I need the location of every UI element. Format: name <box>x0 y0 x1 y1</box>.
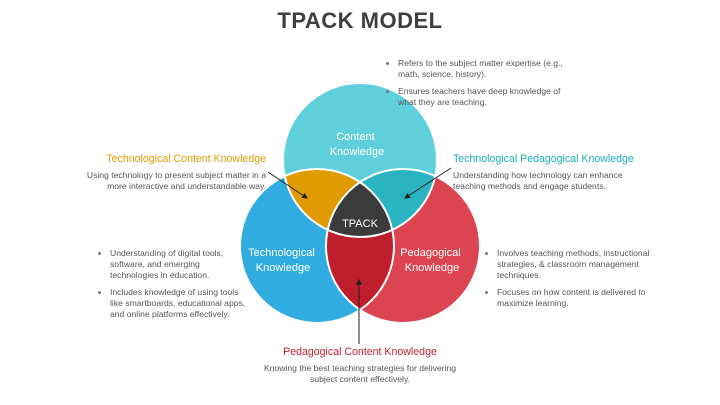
tpack-region <box>326 169 394 237</box>
content-label: Content Knowledge <box>330 131 384 158</box>
tpack-label: TPACK <box>342 218 379 230</box>
tpk-text: Understanding how technology can enhance… <box>453 170 623 191</box>
pck-text: Knowing the best teaching strategies for… <box>263 363 457 384</box>
pck-callout: Pedagogical Content Knowledge Knowing th… <box>255 346 465 385</box>
content-notes: Refers to the subject matter expertise (… <box>386 58 576 114</box>
tck-callout: Technological Content Knowledge Using te… <box>78 153 266 192</box>
pedagogical-label: Pedagogical Knowledge <box>400 247 464 274</box>
tpk-pointer <box>403 167 452 199</box>
page-title: TPACK MODEL <box>277 8 443 33</box>
list-item: Ensures teachers have deep knowledge of … <box>398 86 576 108</box>
list-item: Includes knowledge of using tools like s… <box>110 287 248 320</box>
tck-pointer <box>267 171 308 199</box>
list-item: Involves teaching methods, instructional… <box>497 248 650 281</box>
list-item: Refers to the subject matter expertise (… <box>398 58 576 80</box>
tpk-heading: Technological Pedagogical Knowledge <box>453 153 634 165</box>
tck-heading: Technological Content Knowledge <box>106 153 266 165</box>
tck-text: Using technology to present subject matt… <box>86 170 266 191</box>
list-item: Understanding of digital tools, software… <box>110 248 248 281</box>
tpk-callout: Technological Pedagogical Knowledge Unde… <box>453 153 648 192</box>
ped-notes: Involves teaching methods, instructional… <box>485 248 650 315</box>
technological-label: Technological Knowledge <box>248 247 318 274</box>
pck-heading: Pedagogical Content Knowledge <box>283 346 437 358</box>
list-item: Focuses on how content is delivered to m… <box>497 287 650 309</box>
tech-notes: Understanding of digital tools, software… <box>98 248 248 326</box>
